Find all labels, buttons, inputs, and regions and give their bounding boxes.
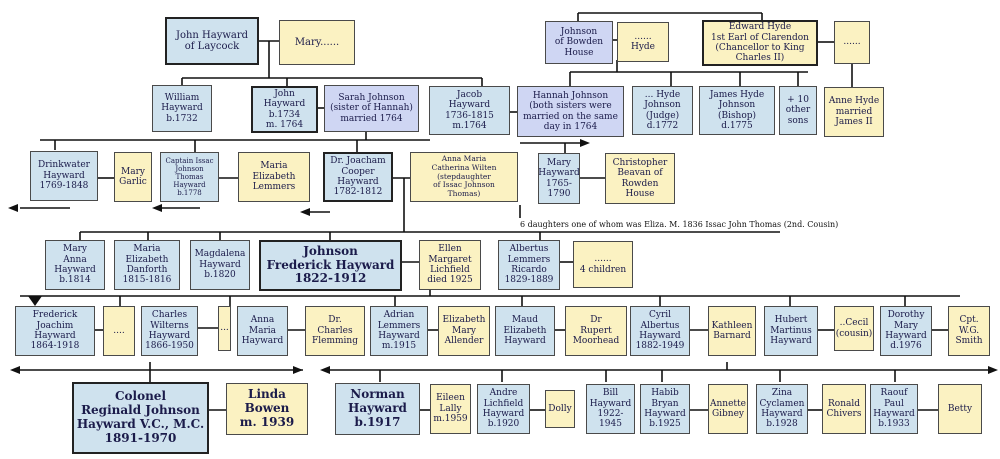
person-box: Edward Hyde 1st Earl of Clarendon (Chanc… [702, 20, 818, 66]
person-box: Colonel Reginald Johnson Hayward V.C., M… [72, 382, 209, 454]
person-box: Betty [938, 384, 982, 434]
person-box: Mary Hayward 1765-1790 [538, 153, 580, 204]
person-box: John Hayward of Laycock [165, 17, 259, 65]
person-box: Drinkwater Hayward 1769-1848 [30, 151, 98, 201]
person-box: Ronald Chivers [822, 384, 866, 434]
person-box: Jacob Hayward 1736-1815 m.1764 [429, 86, 510, 135]
person-box: Zina Cyclamen Hayward b.1928 [756, 384, 808, 434]
person-box: Cpt. W.G. Smith [948, 306, 990, 356]
person-box: Kathleen Barnard [708, 306, 756, 356]
person-box: Dr. Charles Flemming [305, 306, 365, 356]
person-box: Charles Wilterns Hayward 1866-1950 [141, 306, 198, 356]
person-box: Hubert Martinus Hayward [764, 306, 818, 356]
person-box: Sarah Johnson (sister of Hannah) married… [324, 85, 419, 132]
person-box: Linda Bowen m. 1939 [226, 383, 308, 435]
person-box: .... [103, 306, 135, 356]
person-box: Maria Elizabeth Danforth 1815-1816 [114, 240, 180, 290]
person-box: + 10 other sons [779, 86, 817, 135]
person-box: Hannah Johnson (both sisters were marrie… [517, 86, 624, 137]
person-box: Eileen Lally m.1959 [430, 384, 471, 434]
person-box: Mary...... [279, 20, 355, 65]
person-box: ...... Hyde [617, 22, 669, 62]
person-box: Dorothy Mary Hayward d.1976 [880, 306, 932, 356]
person-box: Mary Garlic [114, 152, 152, 202]
person-box: Dr. Joacham Cooper Hayward 1782-1812 [323, 152, 393, 202]
person-box: Ellen Margaret Lichfield died 1925 [419, 240, 481, 290]
person-box: Norman Hayward b.1917 [335, 383, 420, 435]
person-box: Dr Rupert Moorhead [565, 306, 627, 356]
person-box: Christopher Beavan of Rowden House [605, 153, 675, 204]
person-box: ... Hyde Johnson (Judge) d.1772 [632, 86, 693, 135]
person-box: Maria Elizabeth Lemmers [238, 152, 310, 202]
person-box: Captain Issac Johnson Thomas Hayward b.1… [160, 152, 219, 202]
person-box: Maud Elizabeth Hayward [495, 306, 555, 356]
person-box: Dolly [545, 390, 575, 428]
person-box: Anna Maria Catherina Wilten (stepdaughte… [410, 152, 518, 202]
person-box: William Hayward b.1732 [152, 85, 212, 132]
person-box: ... [218, 306, 231, 351]
person-box: Annette Gibney [708, 384, 748, 434]
person-box: Cyril Albertus Hayward 1882-1949 [630, 306, 690, 356]
person-box: ...... [834, 21, 870, 64]
person-box: Habib Bryan Hayward b.1925 [640, 384, 690, 434]
person-box: Mary Anna Hayward b.1814 [45, 240, 105, 290]
person-box: Bill Hayward 1922-1945 [586, 384, 635, 434]
person-box: ...... 4 children [573, 241, 633, 288]
person-box: ..Cecil (cousin) [834, 306, 874, 351]
annotation-text: 6 daughters one of whom was Eliza. M. 18… [520, 220, 839, 229]
person-box: Johnson of Bowden House [545, 21, 613, 64]
person-box: Adrian Lemmers Hayward m.1915 [370, 306, 428, 356]
person-box: Albertus Lemmers Ricardo 1829-1889 [498, 240, 560, 290]
person-box: Raouf Paul Hayward b.1933 [870, 384, 918, 434]
person-box: Andre Lichfield Hayward b.1920 [477, 384, 530, 434]
person-box: Elizabeth Mary Allender [438, 306, 490, 356]
person-box: Frederick Joachim Hayward 1864-1918 [15, 306, 95, 356]
person-box: John Hayward b.1734 m. 1764 [251, 86, 318, 133]
person-box: James Hyde Johnson (Bishop) d.1775 [699, 86, 775, 135]
person-box: Johnson Frederick Hayward 1822-1912 [259, 240, 402, 291]
person-box: Magdalena Hayward b.1820 [190, 240, 250, 290]
person-box: Anne Hyde married James II [824, 87, 884, 137]
person-box: Anna Maria Hayward [237, 306, 288, 356]
